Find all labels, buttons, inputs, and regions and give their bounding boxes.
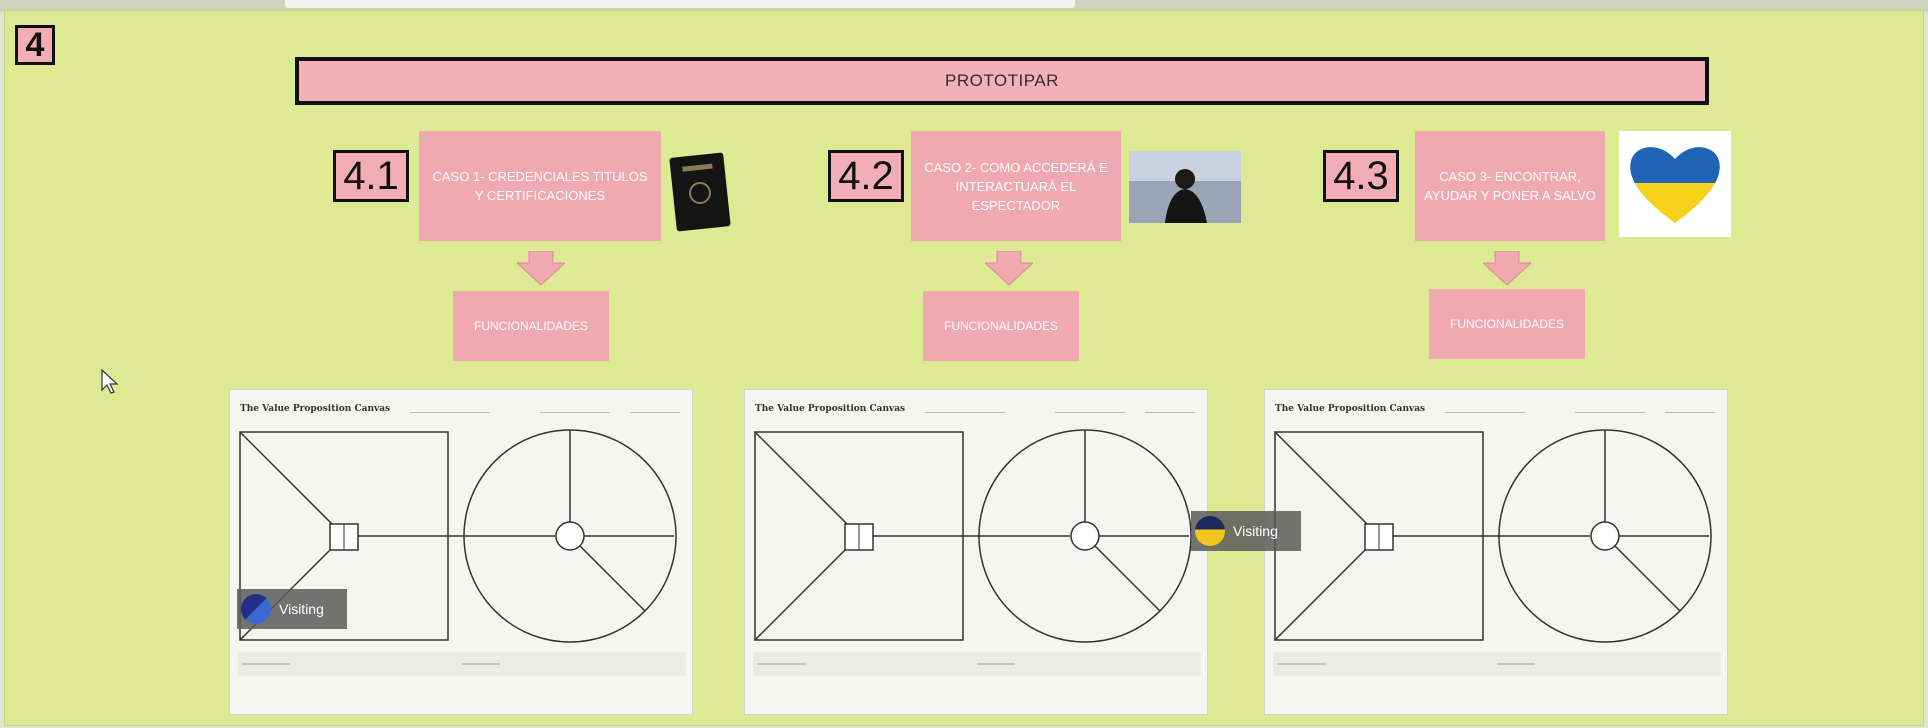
- case-1-functionalities[interactable]: FUNCIONALIDADES: [453, 291, 609, 361]
- canvas-header-field: [540, 404, 610, 413]
- presence-label: Visiting: [279, 601, 324, 617]
- arrow-down-icon: [1483, 251, 1531, 285]
- top-toolbar: [285, 0, 1075, 8]
- arrow-down-icon: [985, 251, 1033, 285]
- presence-badge[interactable]: Visiting: [237, 589, 347, 629]
- ukraine-heart-icon[interactable]: [1619, 131, 1731, 237]
- canvas-header-field: [410, 404, 490, 413]
- arrow-down-icon: [517, 251, 565, 285]
- canvas-header-field: [1575, 404, 1645, 413]
- value-proposition-canvas[interactable]: The Value Proposition Canvas: [744, 389, 1208, 715]
- presence-badge[interactable]: Visiting: [1191, 511, 1301, 551]
- section-number: 4: [15, 25, 55, 65]
- avatar: [241, 594, 271, 624]
- canvas-title: The Value Proposition Canvas: [1275, 404, 1426, 414]
- passport-icon[interactable]: [669, 151, 731, 233]
- value-proposition-canvas[interactable]: The Value Proposition Canvas: [1264, 389, 1728, 715]
- case-2-functionalities[interactable]: FUNCIONALIDADES: [923, 291, 1079, 361]
- canvas-title: The Value Proposition Canvas: [755, 404, 906, 414]
- case-number-4-2[interactable]: 4.2: [828, 150, 904, 202]
- prototipar-title[interactable]: PROTOTIPAR: [295, 57, 1709, 105]
- canvas-header-field: [1445, 404, 1525, 413]
- value-proposition-canvas[interactable]: The Value Proposition Canvas: [229, 389, 693, 715]
- canvas-header-field: [925, 404, 1005, 413]
- case-3-box[interactable]: CASO 3- ENCONTRAR, AYUDAR Y PONER A SALV…: [1415, 131, 1605, 241]
- case-2-box[interactable]: CASO 2- COMO ACCEDERÁ E INTERACTUARÁ EL …: [911, 131, 1121, 241]
- canvas-header-field: [630, 404, 680, 413]
- whiteboard-frame[interactable]: 4 PROTOTIPAR 4.1 CASO 1- CREDENCIALES TI…: [4, 10, 1924, 726]
- top-strip: [0, 0, 1928, 12]
- canvas-title: The Value Proposition Canvas: [240, 404, 391, 414]
- avatar: [1195, 516, 1225, 546]
- case-1-box[interactable]: CASO 1- CREDENCIALES TITULOS Y CERTIFICA…: [419, 131, 661, 241]
- canvas-header-field: [1145, 404, 1195, 413]
- canvas-diagram: [1273, 429, 1721, 676]
- case-3-functionalities[interactable]: FUNCIONALIDADES: [1429, 289, 1585, 359]
- case-number-4-3[interactable]: 4.3: [1323, 150, 1399, 202]
- person-photo[interactable]: [1129, 151, 1241, 223]
- canvas-header-field: [1665, 404, 1715, 413]
- case-number-4-1[interactable]: 4.1: [333, 150, 409, 202]
- presence-label: Visiting: [1233, 523, 1278, 539]
- canvas-diagram: [238, 429, 686, 676]
- canvas-diagram: [753, 429, 1201, 676]
- canvas-header-field: [1055, 404, 1125, 413]
- mouse-cursor-icon: [101, 369, 119, 394]
